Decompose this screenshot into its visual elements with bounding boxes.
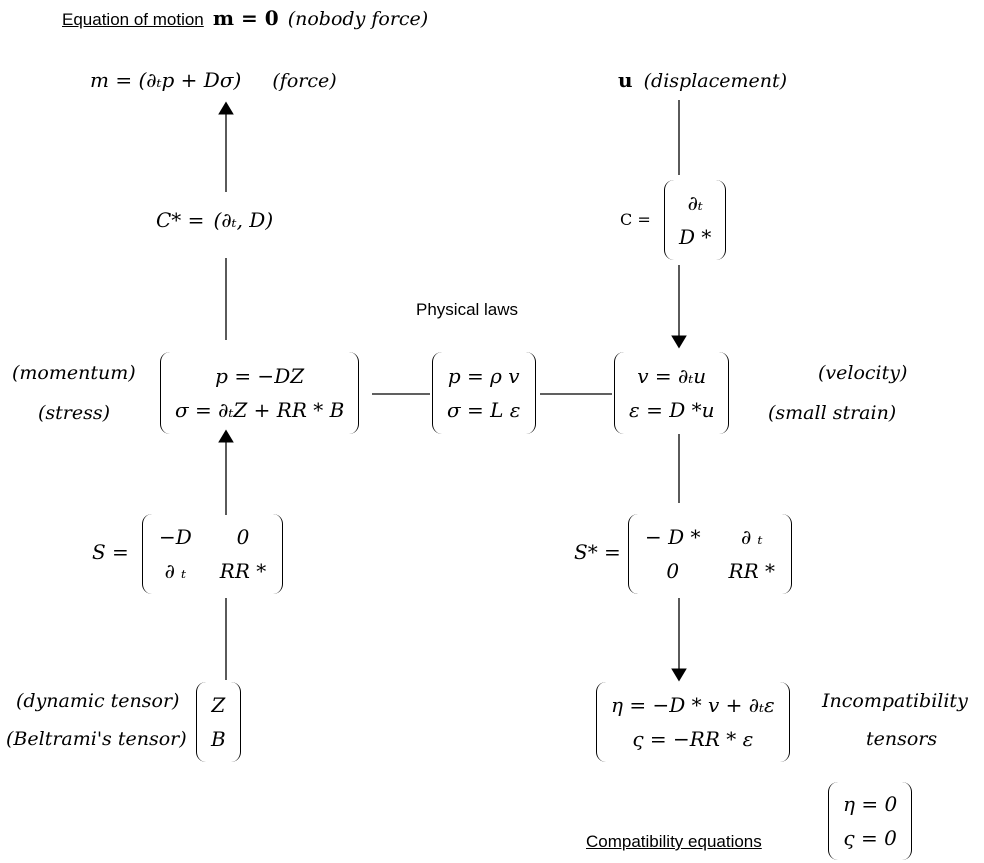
laws-row-stress: σ = L ε	[447, 398, 521, 422]
s-cell-21: ∂ ₜ	[164, 559, 187, 583]
displacement-label: (displacement)	[643, 70, 788, 92]
momentum-paren-right	[348, 352, 360, 434]
laws-paren-left	[432, 352, 443, 434]
compat-paren-right	[901, 782, 913, 860]
incompatibility-matrix: η = −D * v + ∂ₜε ς = −RR * ε	[596, 682, 790, 762]
s-paren-left	[142, 514, 153, 594]
tensors-label: tensors	[866, 728, 938, 750]
c-paren-left	[664, 180, 675, 260]
physical-laws-label: Physical laws	[416, 300, 519, 319]
tensor-b: B	[211, 727, 226, 751]
sstar-cell-12: ∂ ₜ	[740, 525, 763, 549]
nobody-force-note: (nobody force)	[287, 8, 429, 30]
compat-zeta-row: ς = 0	[843, 826, 897, 850]
header: Equation of motion m = 0 (nobody force)	[62, 6, 428, 30]
incompat-paren-right	[779, 682, 790, 762]
sstar-paren-left	[628, 514, 639, 594]
sstar-cell-21: 0	[666, 559, 680, 583]
equation-of-motion-link[interactable]: Equation of motion	[62, 10, 204, 29]
incompat-zeta-row: ς = −RR * ε	[632, 727, 754, 751]
velocity-row: v = ∂ₜu	[637, 364, 707, 388]
sstar-lhs: S* =	[574, 540, 621, 564]
incompat-paren-left	[596, 682, 607, 762]
stress-row: σ = ∂ₜZ + RR * B	[175, 398, 345, 422]
compat-paren-left	[828, 782, 839, 860]
stress-label: (stress)	[38, 402, 111, 424]
s-paren-right	[272, 514, 284, 594]
tensors-paren-left	[196, 682, 207, 762]
c-paren-right	[715, 180, 727, 260]
laws-row-momentum: p = ρ v	[447, 364, 520, 388]
momentum-stress-matrix: p = −DZ σ = ∂ₜZ + RR * B	[160, 352, 360, 434]
cstar-body: (∂ₜ, D)	[213, 208, 274, 232]
sstar-matrix: − D * ∂ ₜ 0 RR *	[628, 514, 792, 594]
momentum-label: (momentum)	[12, 362, 136, 384]
momentum-row: p = −DZ	[215, 364, 305, 388]
dynamic-tensor-label: (dynamic tensor)	[16, 690, 180, 712]
beltrami-tensor-label: (Beltrami's tensor)	[6, 728, 187, 750]
laws-paren-right	[525, 352, 536, 434]
displacement-node: u (displacement)	[618, 68, 787, 92]
c-row-2: D *	[679, 225, 712, 249]
c-matrix: ∂ₜ D *	[664, 180, 727, 260]
s-cell-11: −D	[159, 525, 192, 549]
physical-laws-matrix: p = ρ v σ = L ε	[432, 352, 536, 434]
tensors-vector: Z B	[196, 682, 241, 762]
cstar-operator: C* = (∂ₜ, D)	[156, 208, 273, 232]
force-equation: m = (∂ₜp + Dσ)	[90, 68, 242, 92]
compat-eta-row: η = 0	[843, 792, 898, 816]
cstar-lhs: C* =	[156, 208, 205, 232]
s-lhs: S =	[92, 540, 129, 564]
s-cell-12: 0	[236, 525, 250, 549]
compatibility-equations-link[interactable]: Compatibility equations	[586, 832, 762, 851]
equation-of-motion-eq: m = 0	[212, 6, 279, 30]
tensor-z: Z	[211, 693, 226, 717]
velocity-paren-right	[718, 352, 730, 434]
compatibility-matrix: η = 0 ς = 0	[828, 782, 913, 860]
sstar-cell-11: − D *	[645, 525, 701, 549]
c-lhs: C =	[620, 210, 651, 229]
sstar-paren-right	[781, 514, 792, 594]
incompat-eta-row: η = −D * v + ∂ₜε	[611, 693, 775, 717]
momentum-paren-left	[160, 352, 171, 434]
s-matrix: −D 0 ∂ ₜ RR *	[142, 514, 284, 594]
sstar-cell-22: RR *	[728, 559, 775, 583]
velocity-label: (velocity)	[818, 362, 908, 384]
velocity-strain-matrix: v = ∂ₜu ε = D *u	[614, 352, 730, 434]
tensors-paren-right	[230, 682, 241, 762]
displacement-symbol: u	[618, 68, 633, 92]
s-cell-22: RR *	[219, 559, 267, 583]
incompatibility-label: Incompatibility	[822, 690, 968, 712]
c-row-1: ∂ₜ	[687, 191, 703, 215]
force-label: (force)	[272, 70, 337, 92]
velocity-paren-left	[614, 352, 625, 434]
force-node: m = (∂ₜp + Dσ) (force)	[90, 68, 337, 92]
small-strain-label: (small strain)	[768, 402, 897, 424]
strain-row: ε = D *u	[629, 398, 715, 422]
